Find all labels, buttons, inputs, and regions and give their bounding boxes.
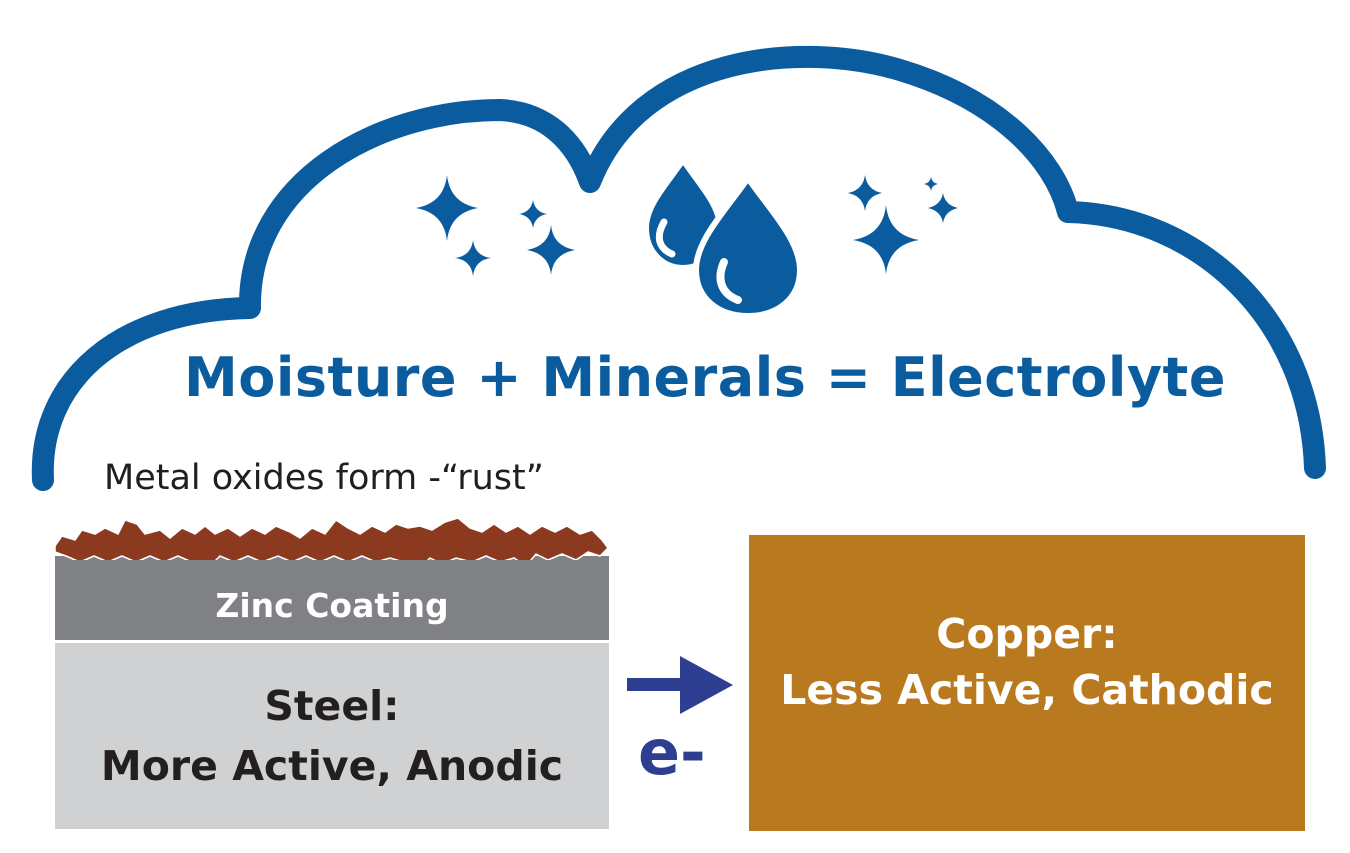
electrolyte-title: Moisture + Minerals = Electrolyte	[184, 346, 1226, 409]
copper-description: Less Active, Cathodic	[780, 666, 1274, 714]
sparkles-right	[848, 175, 958, 274]
steel-description: More Active, Anodic	[100, 742, 564, 790]
sparkle-icon	[928, 193, 958, 223]
cloud-outline	[31, 45, 1326, 491]
zinc-coating-layer: Zinc Coating	[55, 560, 609, 640]
sparkle-icon	[416, 175, 478, 241]
sparkle-icon	[519, 200, 547, 228]
electron-flow-arrow	[627, 656, 733, 714]
sparkle-icon	[455, 240, 491, 276]
sparkle-icon	[924, 177, 938, 191]
copper-block: Copper: Less Active, Cathodic	[749, 535, 1305, 831]
sparkle-icon	[853, 205, 919, 274]
sparkle-icon	[527, 225, 575, 275]
sparkle-icon	[848, 175, 882, 211]
electron-label: e-	[638, 716, 706, 789]
sparkles-left	[416, 175, 575, 276]
rust-label: Metal oxides form -“rust”	[104, 458, 544, 498]
copper-title: Copper:	[936, 610, 1118, 658]
zinc-coating-label: Zinc Coating	[215, 585, 449, 625]
rust-layer	[54, 517, 609, 571]
water-drop-icon	[642, 154, 804, 320]
steel-title: Steel:	[264, 682, 400, 730]
steel-block: Steel: More Active, Anodic	[55, 643, 609, 829]
